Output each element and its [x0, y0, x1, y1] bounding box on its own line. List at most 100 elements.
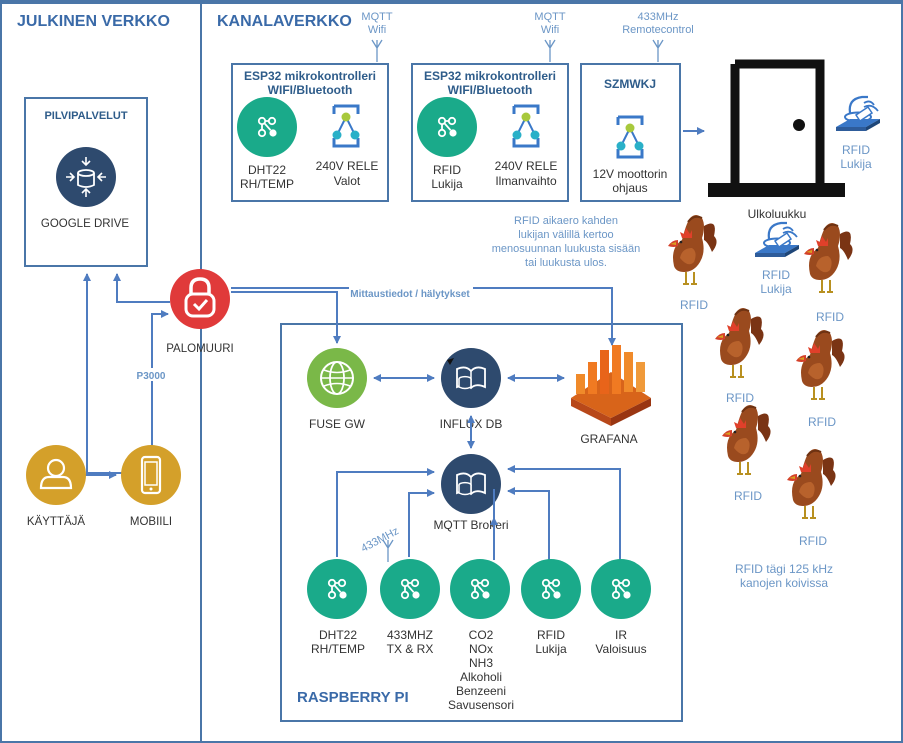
google-drive-label: GOOGLE DRIVE: [41, 218, 130, 230]
rpi-sensor-label: Alkoholi: [460, 670, 502, 684]
firewall-lock-icon[interactable]: [170, 269, 230, 329]
edge-dht22-broker: [336, 468, 435, 557]
dht22-sensor-icon[interactable]: [307, 559, 367, 619]
mqtt-broker-icon[interactable]: [441, 454, 501, 514]
chicken-icon: [721, 404, 772, 475]
rpi-sensor-label: 433MHZ: [387, 628, 433, 642]
rfid-timing-note: RFID aikaero kahden lukijan välillä kert…: [492, 215, 641, 269]
esp32-a-sensor-line1: DHT22: [248, 163, 286, 177]
esp32-b-sensor-line1: RFID: [433, 163, 461, 177]
rfid-reader-icon: [753, 221, 801, 259]
esp32-a-antenna-line1: MQTT: [361, 11, 392, 23]
rpi-sensor-label: Lukija: [535, 642, 567, 656]
esp32-b-title-line2: WIFI/Bluetooth: [448, 83, 533, 97]
chicken-icon: [786, 448, 837, 519]
esp32-a-title-line1: ESP32 mikrokontrolleri: [244, 69, 376, 83]
rfid-reader-sensor-icon[interactable]: [417, 97, 477, 157]
mobile-label: MOBIILI: [130, 516, 172, 528]
raspberry-pi-title: RASPBERRY PI: [297, 689, 409, 706]
edge-co2-broker: [493, 489, 495, 560]
antenna-icon: [371, 39, 383, 63]
ir-light-sensor-icon[interactable]: [591, 559, 651, 619]
esp32-b-antenna-line2: Wifi: [541, 24, 559, 36]
esp32-a-antenna-line2: Wifi: [368, 24, 386, 36]
influx-db-icon[interactable]: [441, 348, 501, 408]
door-reader-line2: Lukija: [840, 157, 872, 171]
rfid-reader-icon: [834, 95, 882, 133]
rpi-sensor-label: Valoisuus: [595, 642, 646, 656]
door-label: Ulkoluukku: [748, 207, 807, 221]
user-icon[interactable]: [26, 445, 86, 505]
grafana-label: GRAFANA: [580, 432, 637, 446]
rfid-reader-sensor-icon[interactable]: [521, 559, 581, 619]
esp32-b-antenna-line1: MQTT: [534, 11, 565, 23]
motor-antenna-line2: Remotecontrol: [622, 24, 694, 36]
edge-label-port: P3000: [137, 371, 166, 382]
chicken-rfid-label: RFID: [799, 534, 827, 548]
motor-label-line1: 12V moottorin: [593, 167, 668, 181]
esp32-a-relay-line2: Valot: [334, 174, 361, 188]
chicken-rfid-label: RFID: [726, 391, 754, 405]
edge-mobile-to-firewall: [151, 310, 169, 446]
firewall-label: PALOMUURI: [166, 343, 234, 355]
edge-rfid-broker: [507, 487, 550, 560]
public-network-title: JULKINEN VERKKO: [17, 13, 170, 30]
grafana-bar-icon[interactable]: [571, 345, 651, 426]
rpi-sensor-label: DHT22: [319, 628, 357, 642]
chicken-icon: [795, 329, 846, 400]
radio-433mhz-icon[interactable]: [380, 559, 440, 619]
mqtt-broker-label: MQTT Brokeri: [433, 518, 508, 532]
rpi-sensor-label: RH/TEMP: [311, 642, 365, 656]
mobile-phone-icon[interactable]: [121, 445, 181, 505]
chicken-icon: [667, 214, 718, 285]
chicken-rfid-label: RFID: [816, 310, 844, 324]
chicken-rfid-label: RFID: [808, 415, 836, 429]
door-reader-line1: RFID: [842, 143, 870, 157]
esp32-a-relay-line1: 240V RELE: [316, 159, 379, 173]
rpi-sensor-label: RFID: [537, 628, 565, 642]
chicken-rfid-label: RFID: [734, 489, 762, 503]
esp32-b-title-line1: ESP32 mikrokontrolleri: [424, 69, 556, 83]
fuse-gateway-icon[interactable]: [307, 348, 367, 408]
esp32-b-box: [411, 63, 569, 202]
svg-text:menosuunnan luukusta sisään: menosuunnan luukusta sisään: [492, 243, 641, 255]
antenna-icon: [652, 39, 664, 63]
tag-note-line2: kanojen koivissa: [740, 576, 828, 590]
google-drive-icon[interactable]: [56, 147, 116, 207]
dht22-sensor-icon[interactable]: [237, 97, 297, 157]
motor-controller-title: SZMWKJ: [604, 77, 656, 91]
antenna-icon: [544, 39, 556, 63]
chicken-icon: [714, 307, 765, 378]
esp32-b-sensor-line2: Lukija: [431, 177, 463, 191]
edge-ir-broker: [507, 465, 621, 560]
esp32-b-relay-line2: Ilmanvaihto: [495, 174, 557, 188]
edge-firewall-to-fuse: [231, 291, 341, 344]
svg-text:tai luukusta ulos.: tai luukusta ulos.: [525, 257, 607, 269]
inside-reader-line1: RFID: [762, 268, 790, 282]
esp32-a-sensor-line2: RH/TEMP: [240, 177, 294, 191]
svg-text:lukijan välillä kertoo: lukijan välillä kertoo: [518, 229, 613, 241]
gas-sensor-icon[interactable]: [450, 559, 510, 619]
rpi-sensor-label: TX & RX: [387, 642, 434, 656]
edge-mobile-to-cloud: [83, 273, 123, 474]
esp32-a-title-line2: WIFI/Bluetooth: [268, 83, 353, 97]
coop-network-title: KANALAVERKKO: [217, 13, 352, 30]
rpi-sensor-label: Benzeeni: [456, 684, 506, 698]
motor-antenna-line1: 433MHz: [638, 11, 679, 23]
user-label: KÄYTTÄJÄ: [27, 516, 85, 528]
svg-text:RFID aikaero kahden: RFID aikaero kahden: [514, 215, 618, 227]
rpi-sensor-label: NH3: [469, 656, 493, 670]
esp32-b-relay-line1: 240V RELE: [495, 159, 558, 173]
rpi-sensor-label: IR: [615, 628, 627, 642]
rpi-sensor-label: Savusensori: [448, 698, 514, 712]
door-icon: [708, 59, 845, 197]
edge-433-broker: [408, 489, 435, 557]
rpi-sensor-label: CO2: [469, 628, 494, 642]
edge-firewall-to-cloud: [113, 273, 170, 303]
fuse-gw-label: FUSE GW: [309, 417, 366, 431]
tag-note-line1: RFID tägi 125 kHz: [735, 562, 833, 576]
motor-label-line2: ohjaus: [612, 181, 647, 195]
motor-controller-box: [580, 63, 681, 202]
chicken-icon: [803, 222, 854, 293]
